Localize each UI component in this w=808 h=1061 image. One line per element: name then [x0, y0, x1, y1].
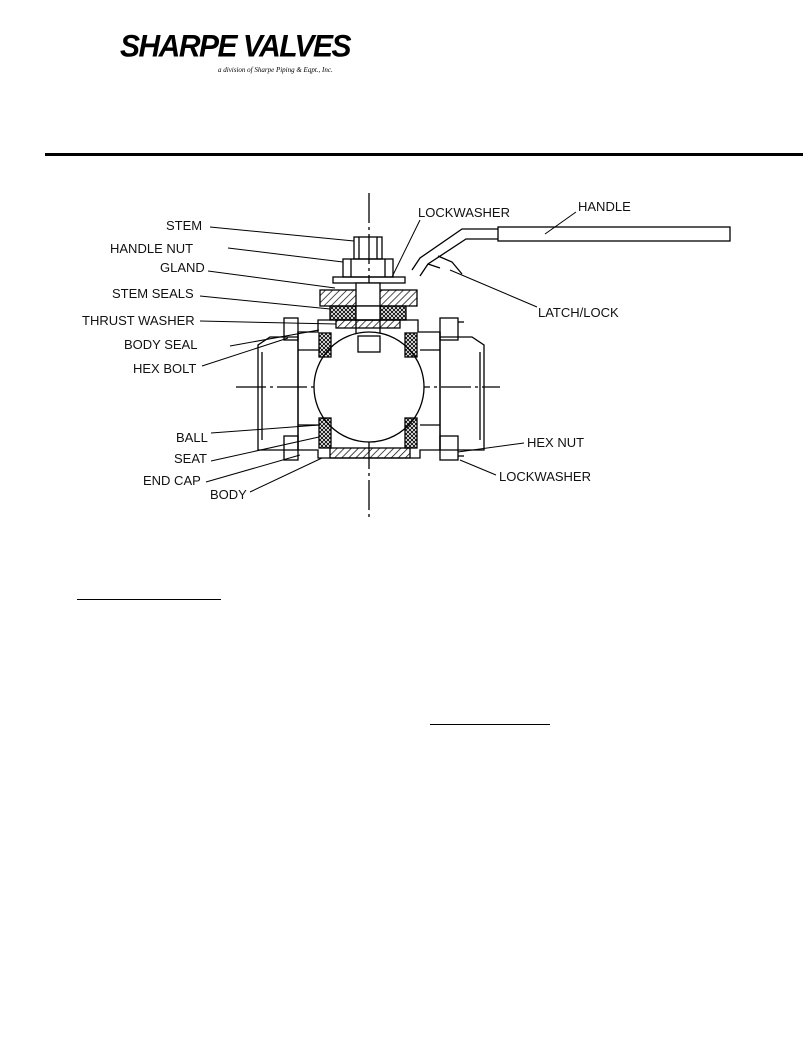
- label-ball: BALL: [176, 430, 208, 445]
- label-lockwasher-bottom: LOCKWASHER: [499, 469, 591, 484]
- stem-top: [353, 236, 383, 260]
- label-thrust-washer: THRUST WASHER: [82, 313, 195, 328]
- label-lockwasher-top: LOCKWASHER: [418, 205, 510, 220]
- body-bottom: [329, 447, 411, 459]
- handle-arm: [411, 228, 498, 277]
- hex-bolt-left-top: [283, 317, 299, 341]
- label-latch-lock: LATCH/LOCK: [538, 305, 619, 320]
- logo-tagline: a division of Sharpe Piping & Eqpt., Inc…: [218, 66, 333, 74]
- sharpe-valves-logo: SHARPE VALVES a division of Sharpe Pipin…: [120, 28, 360, 78]
- header-rule: [45, 153, 803, 156]
- ball-valve-diagram: STEM HANDLE NUT GLAND STEM SEALS THRUST …: [82, 193, 731, 520]
- label-hex-bolt: HEX BOLT: [133, 361, 196, 376]
- label-handle-nut: HANDLE NUT: [110, 241, 193, 256]
- thrust-washer-shape: [335, 319, 401, 329]
- label-handle: HANDLE: [578, 199, 631, 214]
- seat-right-low: [404, 417, 418, 449]
- hex-bolt-left-bottom: [283, 435, 299, 461]
- logo-brand: SHARPE VALVES: [120, 29, 352, 64]
- section-rule-left: [77, 599, 221, 600]
- ball-shape: [313, 331, 425, 443]
- leader-lines: [199, 211, 577, 493]
- label-stem: STEM: [166, 218, 202, 233]
- handle-grip: [497, 226, 731, 242]
- section-rule-center: [430, 724, 550, 725]
- hex-nut-right-top: [439, 317, 459, 341]
- valve-drawing: [236, 193, 731, 520]
- seat-left-low: [318, 417, 332, 449]
- label-seat: SEAT: [174, 451, 207, 466]
- label-stem-seals: STEM SEALS: [112, 286, 194, 301]
- seat-right: [404, 332, 418, 358]
- seat-left: [318, 332, 332, 358]
- label-hex-nut: HEX NUT: [527, 435, 584, 450]
- label-end-cap: END CAP: [143, 473, 201, 488]
- label-gland: GLAND: [160, 260, 205, 275]
- label-body-seal: BODY SEAL: [124, 337, 197, 352]
- end-cap-right: [439, 332, 485, 451]
- latch-lock-tab: [427, 255, 463, 275]
- end-cap-left: [257, 332, 299, 451]
- label-body: BODY: [210, 487, 247, 502]
- hex-nut-right-bottom: [439, 435, 459, 461]
